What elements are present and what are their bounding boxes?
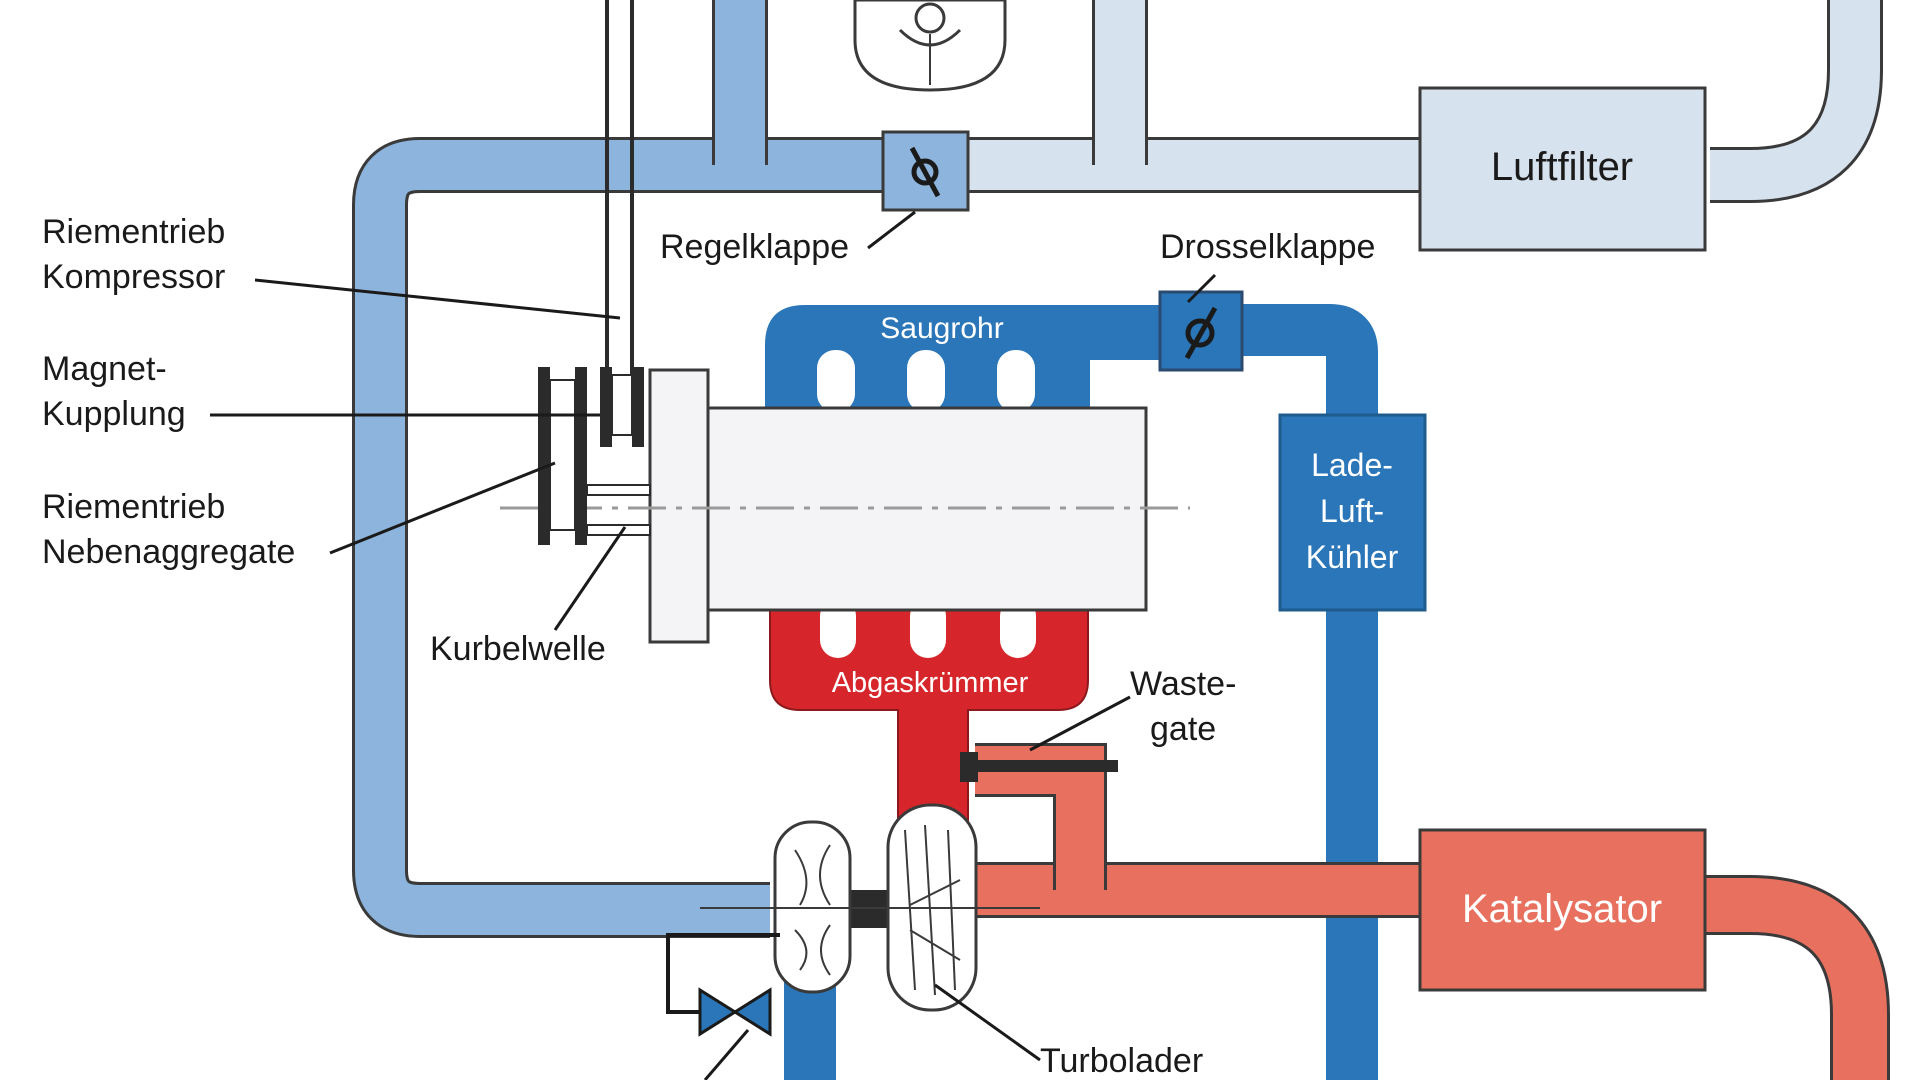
belt-drive: [538, 367, 651, 545]
compressor-belt-label-1: Riementrieb: [42, 213, 225, 251]
control-flap-leader: [867, 210, 916, 250]
air-filter-label: Luftfilter: [1491, 145, 1633, 189]
throttle-label: Drosselklappe: [1160, 228, 1375, 266]
catalytic-converter: Katalysator: [1418, 828, 1707, 992]
fresh-air-pipes: [960, 0, 1883, 203]
throttle-leader: [1186, 273, 1217, 304]
exhaust-manifold-label: Abgaskrümmer: [832, 667, 1029, 699]
wastegate-label-1: Waste-: [1130, 665, 1236, 703]
control-flap: [881, 130, 970, 212]
magnetic-clutch-label-2: Kupplung: [42, 395, 186, 433]
magnetic-clutch-label-1: Magnet-: [42, 350, 167, 388]
intake-manifold-label: Saugrohr: [880, 312, 1003, 345]
bypass-pipes: [352, 0, 1090, 938]
engine-block: [500, 368, 1190, 644]
intercooler-label-2: Luft-: [1320, 493, 1384, 529]
accessory-belt-label-2: Nebenaggregate: [42, 533, 295, 571]
intake-manifold: Saugrohr: [765, 305, 1170, 412]
catalytic-converter-label: Katalysator: [1462, 887, 1662, 931]
turbocharger: [700, 803, 1040, 1012]
intercooler-label-1: Lade-: [1311, 447, 1393, 483]
throttle-valve: [1158, 290, 1244, 372]
turbocharger-leader: [934, 983, 1041, 1062]
supercharger: [853, 0, 1007, 92]
accessory-belt-leader: [329, 461, 556, 555]
control-flap-label: Regelklappe: [660, 228, 849, 266]
crankshaft-leader: [553, 526, 627, 631]
intercooler: Lade- Luft- Kühler: [1278, 413, 1427, 612]
crankshaft-label: Kurbelwelle: [430, 630, 606, 668]
exhaust-pipes: [975, 743, 1890, 1080]
intercooler-label-3: Kühler: [1306, 539, 1399, 575]
accessory-belt-label-1: Riementrieb: [42, 488, 225, 526]
air-filter: Luftfilter: [1418, 86, 1707, 252]
compressor-belt-label-2: Kompressor: [42, 258, 225, 296]
wastegate-label-2: gate: [1150, 710, 1216, 748]
bypass-valve: [666, 933, 780, 1080]
wastegate: [960, 752, 1118, 782]
turbocharger-label: Turbolader: [1040, 1042, 1203, 1080]
exhaust-manifold: Abgaskrümmer: [769, 598, 1089, 821]
wastegate-leader: [1029, 695, 1131, 752]
compressor-belt-leader: [254, 278, 621, 320]
